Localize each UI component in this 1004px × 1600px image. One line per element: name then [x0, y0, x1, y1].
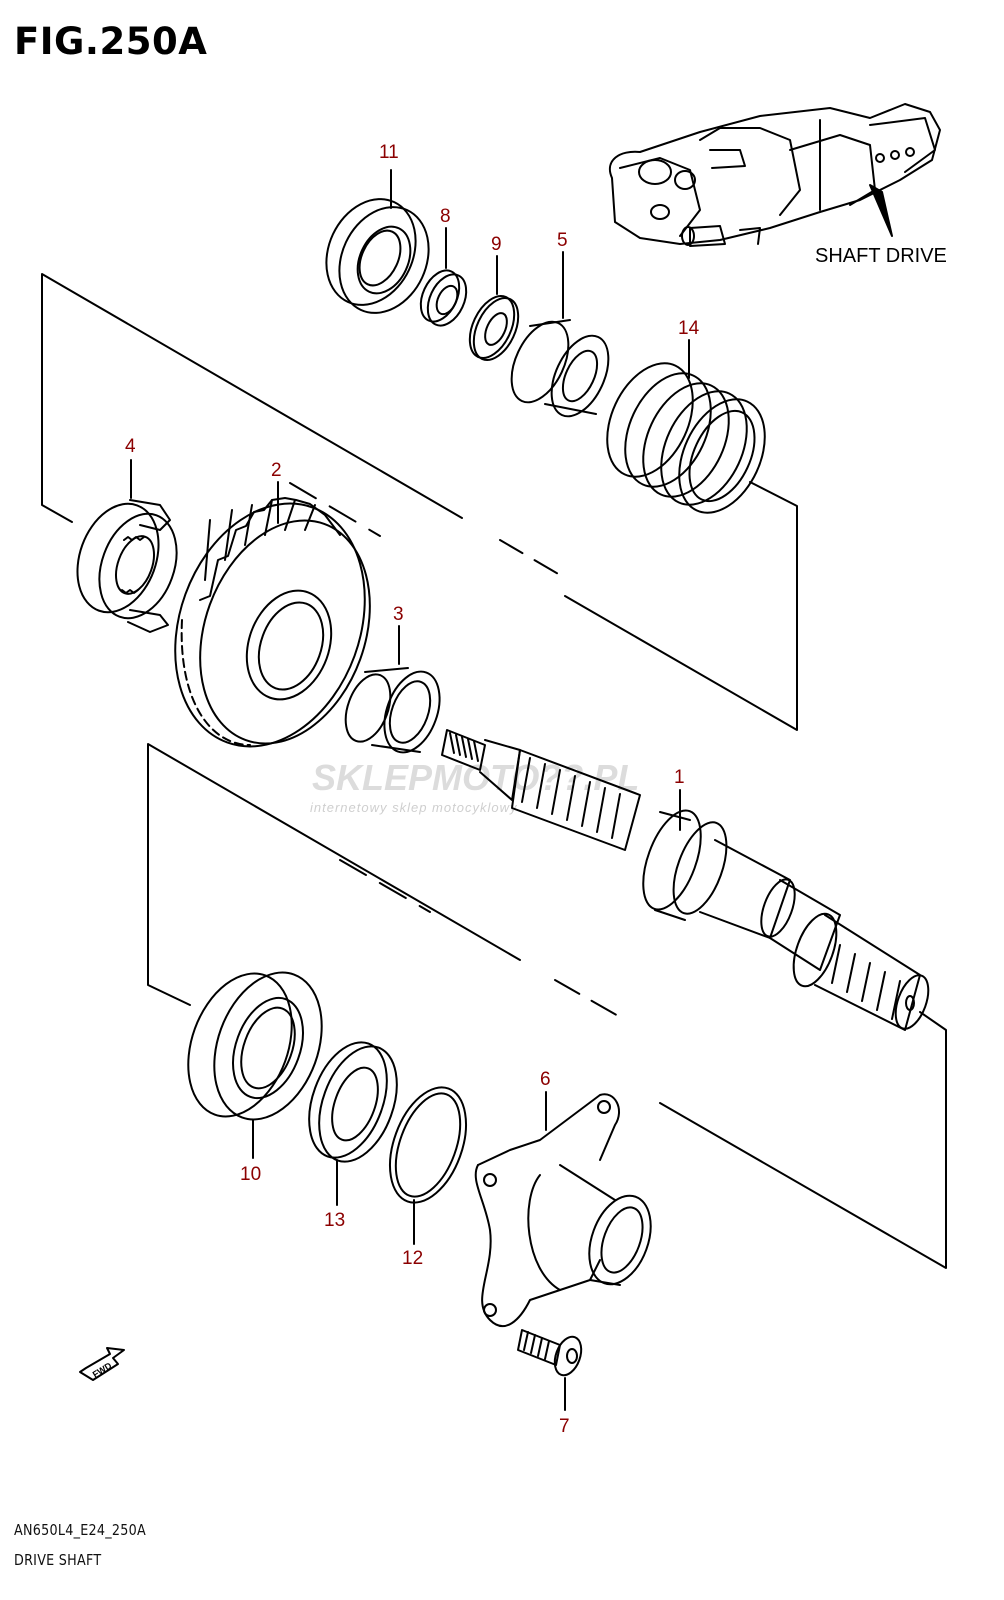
shaft-drive-inset: SHAFT DRIVE	[609, 103, 947, 267]
part-label-4: 4	[125, 436, 136, 457]
part-12-o-ring	[389, 1086, 467, 1245]
part-label-3: 3	[393, 604, 404, 625]
part-label-7: 7	[559, 1416, 570, 1437]
part-7-bolt	[517, 1329, 583, 1411]
part-label-13: 13	[324, 1210, 345, 1231]
part-5-collar	[510, 251, 610, 418]
part-4-dog-clutch	[76, 459, 178, 633]
part-2-gear	[174, 481, 371, 748]
watermark-brand: SKLEPMOTO??.PL	[312, 757, 639, 798]
part-10-bearing	[187, 971, 323, 1159]
part-label-9: 9	[491, 234, 502, 255]
upper-assembly-bracket	[41, 273, 798, 731]
part-labels: 11 8 9 5 14 4 2 3 1 6 10 13 12 7	[125, 142, 700, 1437]
watermark: SKLEPMOTO??.PL internetowy sklep motocyk…	[310, 757, 639, 815]
part-3-bushing	[344, 625, 441, 754]
part-label-2: 2	[271, 460, 282, 481]
figure-title: FIG.250A	[14, 20, 208, 63]
part-13-oil-seal	[308, 1041, 398, 1206]
part-label-11: 11	[379, 142, 399, 163]
watermark-tagline: internetowy sklep motocyklowy	[310, 800, 518, 815]
part-label-1: 1	[674, 767, 685, 788]
part-label-5: 5	[557, 230, 568, 251]
part-label-10: 10	[240, 1164, 261, 1185]
part-14-spring	[606, 339, 766, 514]
part-8-nut	[419, 227, 468, 327]
part-label-8: 8	[440, 206, 451, 227]
part-label-12: 12	[402, 1248, 423, 1269]
part-9-washer	[468, 255, 520, 361]
lower-assembly-bracket	[147, 743, 947, 1269]
part-1-drive-shaft	[441, 729, 930, 1031]
inset-label: SHAFT DRIVE	[815, 245, 947, 267]
diagram-caption: DRIVE SHAFT	[14, 1551, 102, 1569]
part-label-6: 6	[540, 1069, 551, 1090]
fwd-arrow-icon: FWD	[79, 1347, 125, 1381]
part-11-oil-seal	[325, 169, 430, 314]
part-label-14: 14	[678, 318, 700, 339]
model-code: AN650L4_E24_250A	[14, 1521, 146, 1539]
part-6-case	[474, 1091, 652, 1327]
